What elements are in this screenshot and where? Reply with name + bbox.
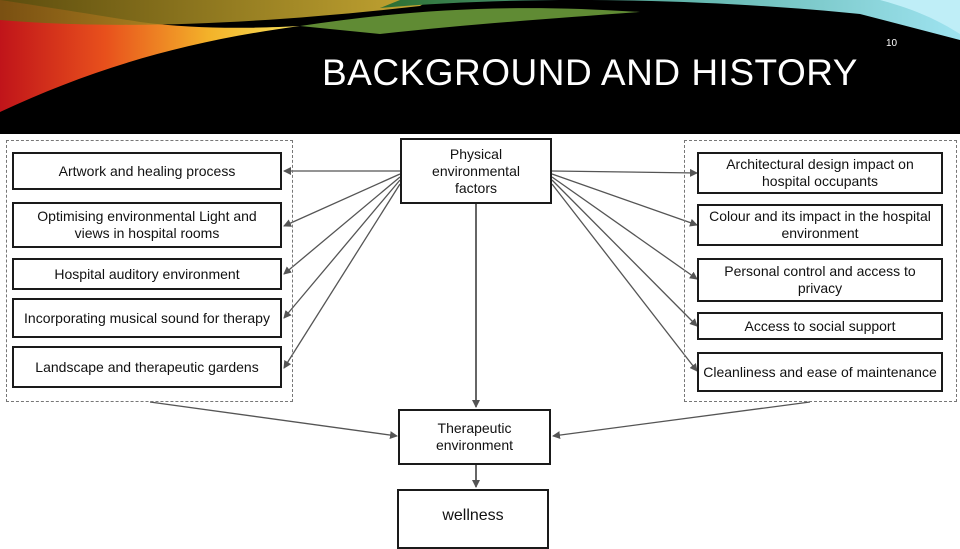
arrow-to-left-2	[283, 173, 401, 227]
connector-arrows	[149, 167, 811, 488]
right-factor-1: Architectural design impact on hospital …	[697, 152, 943, 194]
arrow-to-right-5	[551, 183, 698, 372]
arrow-to-left-5	[283, 183, 401, 369]
left-factor-5: Landscape and therapeutic gardens	[12, 346, 282, 388]
decorative-swoosh	[0, 0, 960, 112]
left-factors-group	[6, 140, 293, 402]
arrow-to-right-2	[551, 173, 698, 227]
right-factor-5: Cleanliness and ease of maintenance	[697, 352, 943, 392]
physical-environmental-factors-node: Physical environmental factors	[400, 138, 552, 204]
factors-diagram: Physical environmental factors Artwork a…	[0, 134, 960, 549]
left-factor-2: Optimising environmental Light and views…	[12, 202, 282, 248]
left-factor-1: Artwork and healing process	[12, 152, 282, 190]
arrow-left-group-to-therapeutic	[149, 401, 398, 440]
arrow-to-left-4	[283, 179, 401, 319]
page-number: 10	[886, 38, 898, 49]
arrow-to-left-3	[283, 176, 401, 275]
arrow-to-right-4	[551, 179, 698, 327]
wellness-node: wellness	[397, 489, 549, 549]
arrow-to-right-1	[551, 168, 698, 177]
slide-title: BACKGROUND AND HISTORY	[322, 52, 858, 93]
left-factor-3: Hospital auditory environment	[12, 258, 282, 290]
therapeutic-environment-node: Therapeutic environment	[398, 409, 551, 465]
right-factor-3: Personal control and access to privacy	[697, 258, 943, 302]
right-factor-2: Colour and its impact in the hospital en…	[697, 204, 943, 246]
slide-header: BACKGROUND AND HISTORY 10	[0, 0, 960, 134]
left-factor-4: Incorporating musical sound for therapy	[12, 298, 282, 338]
arrow-right-group-to-therapeutic	[552, 401, 811, 440]
right-factors-group	[684, 140, 957, 402]
right-factor-4: Access to social support	[697, 312, 943, 340]
arrow-to-right-3	[551, 176, 698, 280]
